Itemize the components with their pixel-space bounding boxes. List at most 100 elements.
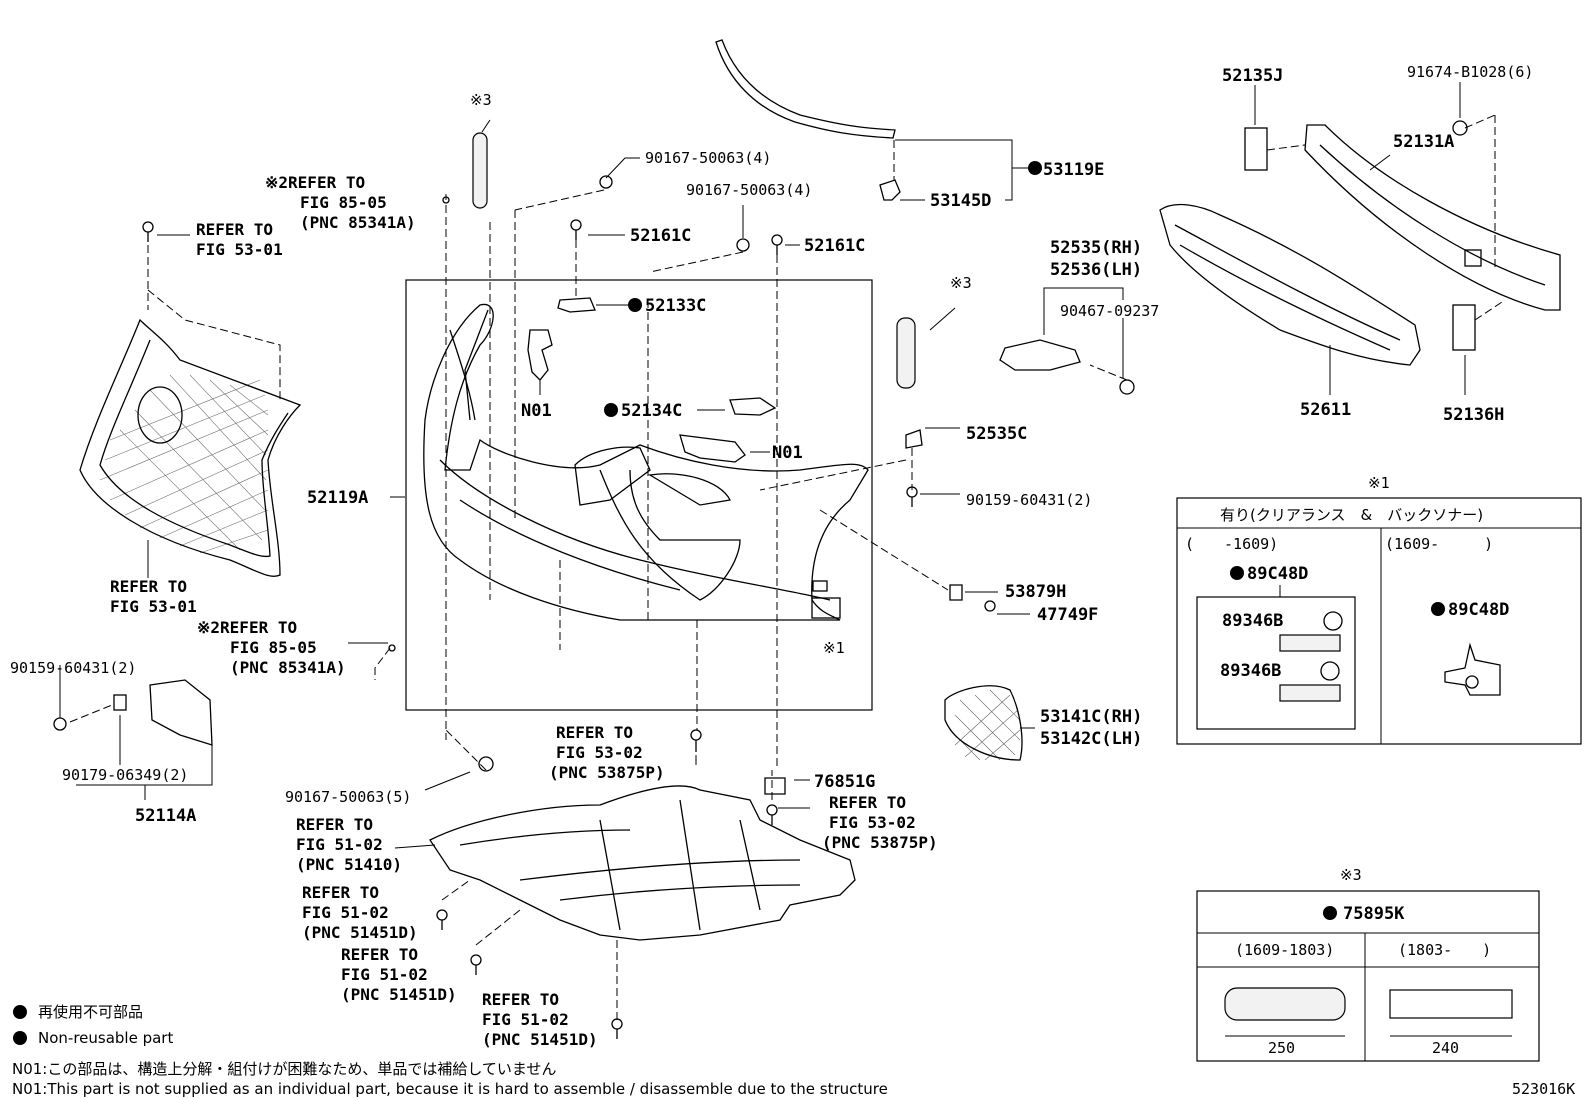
label-90467: 90467-09237 <box>1060 302 1159 320</box>
inset1-left-range: ( -1609) <box>1185 535 1278 553</box>
diagram-id: 523016K <box>1512 1080 1575 1098</box>
label-52136H: 52136H <box>1443 405 1504 425</box>
label-52119A: 52119A <box>307 488 368 508</box>
label-52161C-a: 52161C <box>630 226 691 246</box>
label-90159-b: 90159-60431(2) <box>10 659 136 677</box>
ref85-a-line1: ※2REFER TO <box>265 173 365 192</box>
ref5301-b-line2: FIG 53-01 <box>110 597 197 616</box>
ref5301-a-line2: FIG 53-01 <box>196 240 283 259</box>
label-52536: 52536(LH) <box>1050 260 1142 280</box>
ref5102-d-line2: FIG 51-02 <box>482 1010 569 1029</box>
ref5102-c-line2: FIG 51-02 <box>341 965 428 984</box>
inset3-mark: ※3 <box>1340 866 1362 884</box>
non-reusable-markers <box>13 161 1445 1045</box>
inset1-left-part: 89C48D <box>1247 564 1308 584</box>
label-90179: 90179-06349(2) <box>62 766 188 784</box>
bracket-52133C <box>557 297 596 313</box>
bracket-n01-left <box>527 329 553 381</box>
ref5102-a-line3: (PNC 51410) <box>296 855 402 874</box>
ref85-b-line1: ※2REFER TO <box>197 618 297 637</box>
inset1-mark: ※1 <box>1368 474 1390 492</box>
label-53141C: 53141C(RH) <box>1040 707 1142 727</box>
note3-mark-b: ※3 <box>950 274 972 292</box>
label-52134C: 52134C <box>621 401 682 421</box>
ref5301-b-line1: REFER TO <box>110 577 187 596</box>
reflector-strip-right <box>896 317 916 389</box>
ref85-a-line3: (PNC 85341A) <box>300 213 416 232</box>
grille-mesh <box>99 374 269 554</box>
footer-n01-jp: N01:この部品は、構造上分解・組付けが困難なため、単品では補給していません <box>12 1060 556 1078</box>
inset3-left-dim: 250 <box>1268 1039 1295 1057</box>
ref5302-a-line1: REFER TO <box>556 723 633 742</box>
note1-mark-a: ※1 <box>823 639 845 657</box>
inset3-right-dim: 240 <box>1432 1039 1459 1057</box>
grille-assembly <box>79 318 302 577</box>
inset1-right-part: 89C48D <box>1448 600 1509 620</box>
label-n01-a: N01 <box>521 401 552 421</box>
ref5102-d-line3: (PNC 51451D) <box>482 1030 598 1049</box>
label-53119E: 53119E <box>1043 160 1104 180</box>
reinforcement-52131A <box>1304 124 1561 311</box>
bracket-52535 <box>999 339 1081 371</box>
ref5302-a-line2: FIG 53-02 <box>556 743 643 762</box>
ref5102-a-line2: FIG 51-02 <box>296 835 383 854</box>
side-grille-53141C <box>944 685 1023 761</box>
ref5302-b-line1: REFER TO <box>829 793 906 812</box>
bracket-n01-right <box>679 434 746 463</box>
reflector-strip-left <box>472 132 488 209</box>
label-52135J: 52135J <box>1222 66 1283 86</box>
ref5302-b-line3: (PNC 53875P) <box>822 833 938 852</box>
fasteners <box>142 120 1468 1039</box>
label-53879H: 53879H <box>1005 582 1066 602</box>
label-52133C: 52133C <box>645 296 706 316</box>
inset-note1: ※1 有り(クリアランス & バックソナー) ( -1609) (1609- )… <box>1176 474 1582 745</box>
assembly-dashed-lines <box>69 114 1506 1020</box>
bumper-cover-52119A <box>423 303 869 621</box>
ref5102-b-line3: (PNC 51451D) <box>302 923 418 942</box>
ref5102-a-line1: REFER TO <box>296 815 373 834</box>
engine-under-cover <box>429 785 856 941</box>
label-52535: 52535(RH) <box>1050 238 1142 258</box>
label-52161C-b: 52161C <box>804 236 865 256</box>
ref85-b-line2: FIG 85-05 <box>230 638 317 657</box>
label-90159-a: 90159-60431(2) <box>966 491 1092 509</box>
inset3-right-range: (1803- ) <box>1398 941 1491 959</box>
inset1-sub-a: 89346B <box>1222 611 1283 631</box>
ref5102-d-line1: REFER TO <box>482 990 559 1009</box>
ref5301-a-line1: REFER TO <box>196 220 273 239</box>
inset3-left-range: (1609-1803) <box>1235 941 1334 959</box>
clip-53145D <box>879 179 901 201</box>
label-76851G: 76851G <box>814 772 875 792</box>
label-91674: 91674-B1028(6) <box>1407 63 1533 81</box>
ref85-b-line3: (PNC 85341A) <box>230 658 346 677</box>
note3-mark-a: ※3 <box>470 91 492 109</box>
bracket-52134C <box>729 397 777 416</box>
inset1-title: 有り(クリアランス & バックソナー) <box>1220 506 1483 524</box>
bracket-52136H <box>1452 304 1476 351</box>
footer-n01-en: N01:This part is not supplied as an indi… <box>12 1080 888 1098</box>
ref5302-b-line2: FIG 53-02 <box>829 813 916 832</box>
label-52535C: 52535C <box>966 424 1027 444</box>
ref5102-c-line3: (PNC 51451D) <box>341 985 457 1004</box>
label-90167-a: 90167-50063(4) <box>645 149 771 167</box>
label-52114A: 52114A <box>135 806 196 826</box>
inset-note3: ※3 75895K (1609-1803) (1803- ) 250 240 <box>1196 866 1540 1062</box>
label-52131A: 52131A <box>1393 132 1454 152</box>
absorber-52611 <box>1159 203 1421 366</box>
inset3-part: 75895K <box>1343 904 1405 924</box>
ref5102-b-line1: REFER TO <box>302 883 379 902</box>
label-90167-c: 90167-50063(5) <box>285 788 411 806</box>
ref5302-a-line3: (PNC 53875P) <box>549 763 665 782</box>
label-90167-b: 90167-50063(4) <box>686 181 812 199</box>
molding-53119E <box>715 39 896 139</box>
bracket-52135J <box>1244 127 1268 171</box>
ref5102-c-line1: REFER TO <box>341 945 418 964</box>
label-53142C: 53142C(LH) <box>1040 729 1142 749</box>
legend-en: Non-reusable part <box>38 1029 173 1047</box>
leader-lines <box>59 82 1466 849</box>
label-n01-b: N01 <box>772 443 803 463</box>
label-53145D: 53145D <box>930 191 991 211</box>
inset1-sub-b: 89346B <box>1220 661 1281 681</box>
inset1-right-range: (1609- ) <box>1385 535 1493 553</box>
